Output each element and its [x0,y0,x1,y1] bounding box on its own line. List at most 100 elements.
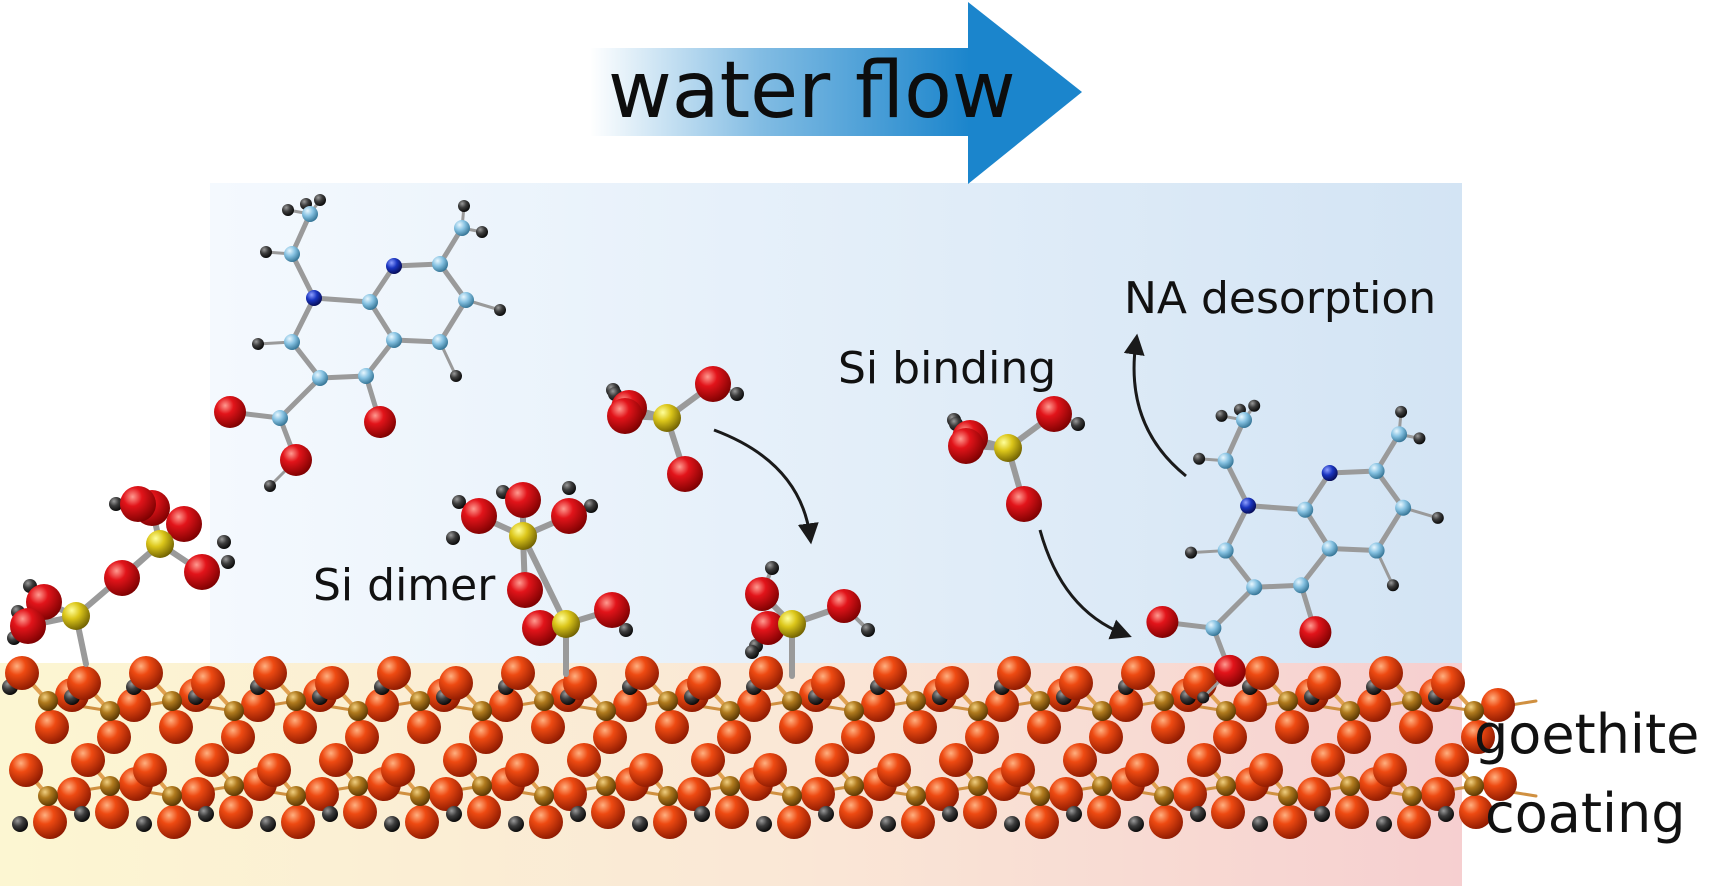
oxygen-atom [935,666,969,700]
oxygen-atom [439,666,473,700]
bond [277,375,323,421]
oxygen-atom [1213,720,1247,754]
oxygen-atom [10,608,46,644]
si-binding-arrow [1038,529,1132,640]
oxygen-atom [1125,753,1159,787]
iron-atom [1340,701,1360,721]
oxygen-atom [1297,777,1331,811]
oxygen-atom [67,666,101,700]
oxygen-atom [133,753,167,787]
oxygen-atom [1307,666,1341,700]
oxygen-atom [625,656,659,690]
oxygen-atom [1211,795,1245,829]
hydrogen-atom [1438,806,1454,822]
hydrogen-atom [1248,399,1261,412]
carbon-atom [1391,426,1408,443]
iron-atom [534,786,554,806]
oxygen-atom [1273,805,1307,839]
oxygen-atom [1121,656,1155,690]
hydrogen-atom [756,816,772,832]
oxygen-atom [1461,720,1495,754]
oxygen-atom [129,656,163,690]
hydrogen-atom [1066,806,1082,822]
bond [1245,503,1308,513]
oxygen-atom [1036,396,1072,432]
silicate-dimer [446,481,633,677]
carbon-atom [1246,579,1263,596]
hydrogen-atom [74,806,90,822]
hydrogen-atom [1431,511,1444,524]
bond [1210,584,1257,631]
hydrogen-atom [942,806,958,822]
hydrogen-atom [1376,816,1392,832]
bond [1374,505,1406,554]
hydrogen-atom [282,204,294,216]
oxygen-atom [529,805,563,839]
hydrogen-atom [632,816,648,832]
hydrogen-atom [494,304,506,316]
hydrogen-atom [880,816,896,832]
hydrogen-atom [260,246,272,258]
hydrogen-atom [508,816,524,832]
oxygen-atom [405,805,439,839]
oxygen-atom [873,656,907,690]
hydrogen-atom [694,806,710,822]
hydrogen-atom [1184,546,1197,559]
iron-atom [410,691,430,711]
carbon-atom [1217,542,1234,559]
iron-atom [162,691,182,711]
oxygen-atom [241,688,275,722]
carbon-atom [1293,577,1310,594]
iron-atom [720,701,740,721]
oxygen-atom [861,688,895,722]
oxygen-atom [221,720,255,754]
oxygen-atom [963,795,997,829]
water-flow-arrow [590,2,1082,184]
silicon-atom [146,530,174,558]
carbon-atom [284,246,300,262]
hydrogen-atom [1190,806,1206,822]
hydrogen-atom [446,531,460,545]
hydrogen-atom [384,816,400,832]
oxygen-atom [159,710,193,744]
oxygen-atom [184,554,220,590]
oxygen-atom [1249,753,1283,787]
oxygen-atom [607,398,643,434]
iron-atom [720,776,740,796]
oxygen-atom [997,656,1031,690]
oxygen-atom [71,743,105,777]
oxygen-atom [901,805,935,839]
oxygen-atom [553,777,587,811]
iron-atom [782,786,802,806]
oxygen-atom [749,656,783,690]
oxygen-atom [1311,743,1345,777]
carbon-atom [272,410,288,426]
iron-atom [534,691,554,711]
oxygen-atom [407,710,441,744]
molecules [7,194,1444,704]
iron-atom [968,701,988,721]
hydrogen-atom [818,806,834,822]
iron-atom [162,786,182,806]
hydrogen-atom [619,623,633,637]
oxygen-atom [1149,805,1183,839]
si-adsorption-arrow [713,428,819,545]
oxygen-atom [551,498,587,534]
carbon-atom [432,334,448,350]
oxygen-atom [877,753,911,787]
bond [311,295,373,305]
hydrogen-atom [584,499,598,513]
oxygen-atom [157,805,191,839]
iron-atom [1464,776,1484,796]
process-arrows [713,333,1187,640]
oxygen-atom [166,506,202,542]
oxygen-atom [1245,656,1279,690]
oxygen-atom [281,805,315,839]
nitrogen-atom [306,290,322,306]
carbon-atom [1217,452,1234,469]
iron-atom [410,786,430,806]
oxygen-atom [1087,795,1121,829]
hydrogen-atom [1128,816,1144,832]
iron-atom [844,776,864,796]
